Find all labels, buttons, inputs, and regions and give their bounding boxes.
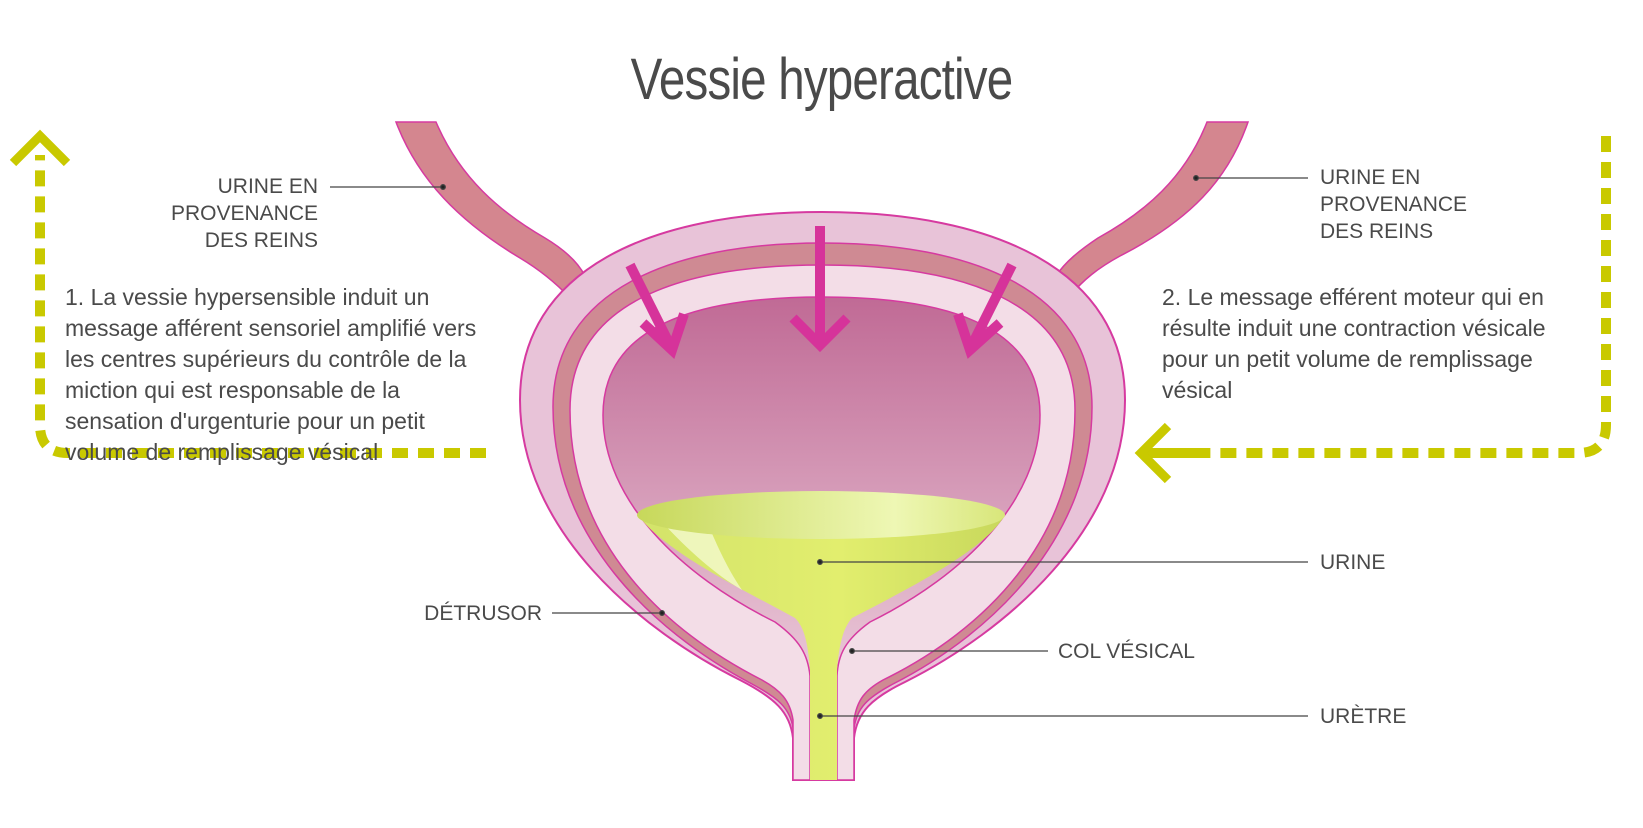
label-bladder-neck: COL VÉSICAL	[1058, 640, 1195, 663]
urine-highlight	[660, 520, 742, 590]
description-efferent-step: 2. Le message efférent moteur qui en rés…	[1162, 284, 1546, 403]
pressure-arrow-center	[789, 226, 851, 353]
urine-surface	[637, 491, 1005, 539]
label-urine: URINE	[1320, 551, 1386, 574]
afferent-signal-arrow	[9, 129, 486, 458]
label-detrusor: DÉTRUSOR	[424, 602, 542, 625]
label-kidney-urine-left: URINE EN PROVENANCE DES REINS	[170, 175, 318, 252]
left-ureter	[394, 121, 586, 300]
pressure-arrow-left	[625, 262, 689, 359]
diagram-title: Vessie hyperactive	[630, 47, 1014, 112]
right-ureter	[1055, 121, 1250, 298]
label-urethra: URÈTRE	[1320, 705, 1407, 728]
pressure-arrow-right	[953, 262, 1017, 359]
label-kidney-urine-right: URINE EN PROVENANCE DES REINS	[1320, 166, 1468, 243]
description-afferent-step: 1. La vessie hypersensible induit un mes…	[65, 284, 477, 465]
efferent-signal-arrow	[1134, 136, 1611, 484]
